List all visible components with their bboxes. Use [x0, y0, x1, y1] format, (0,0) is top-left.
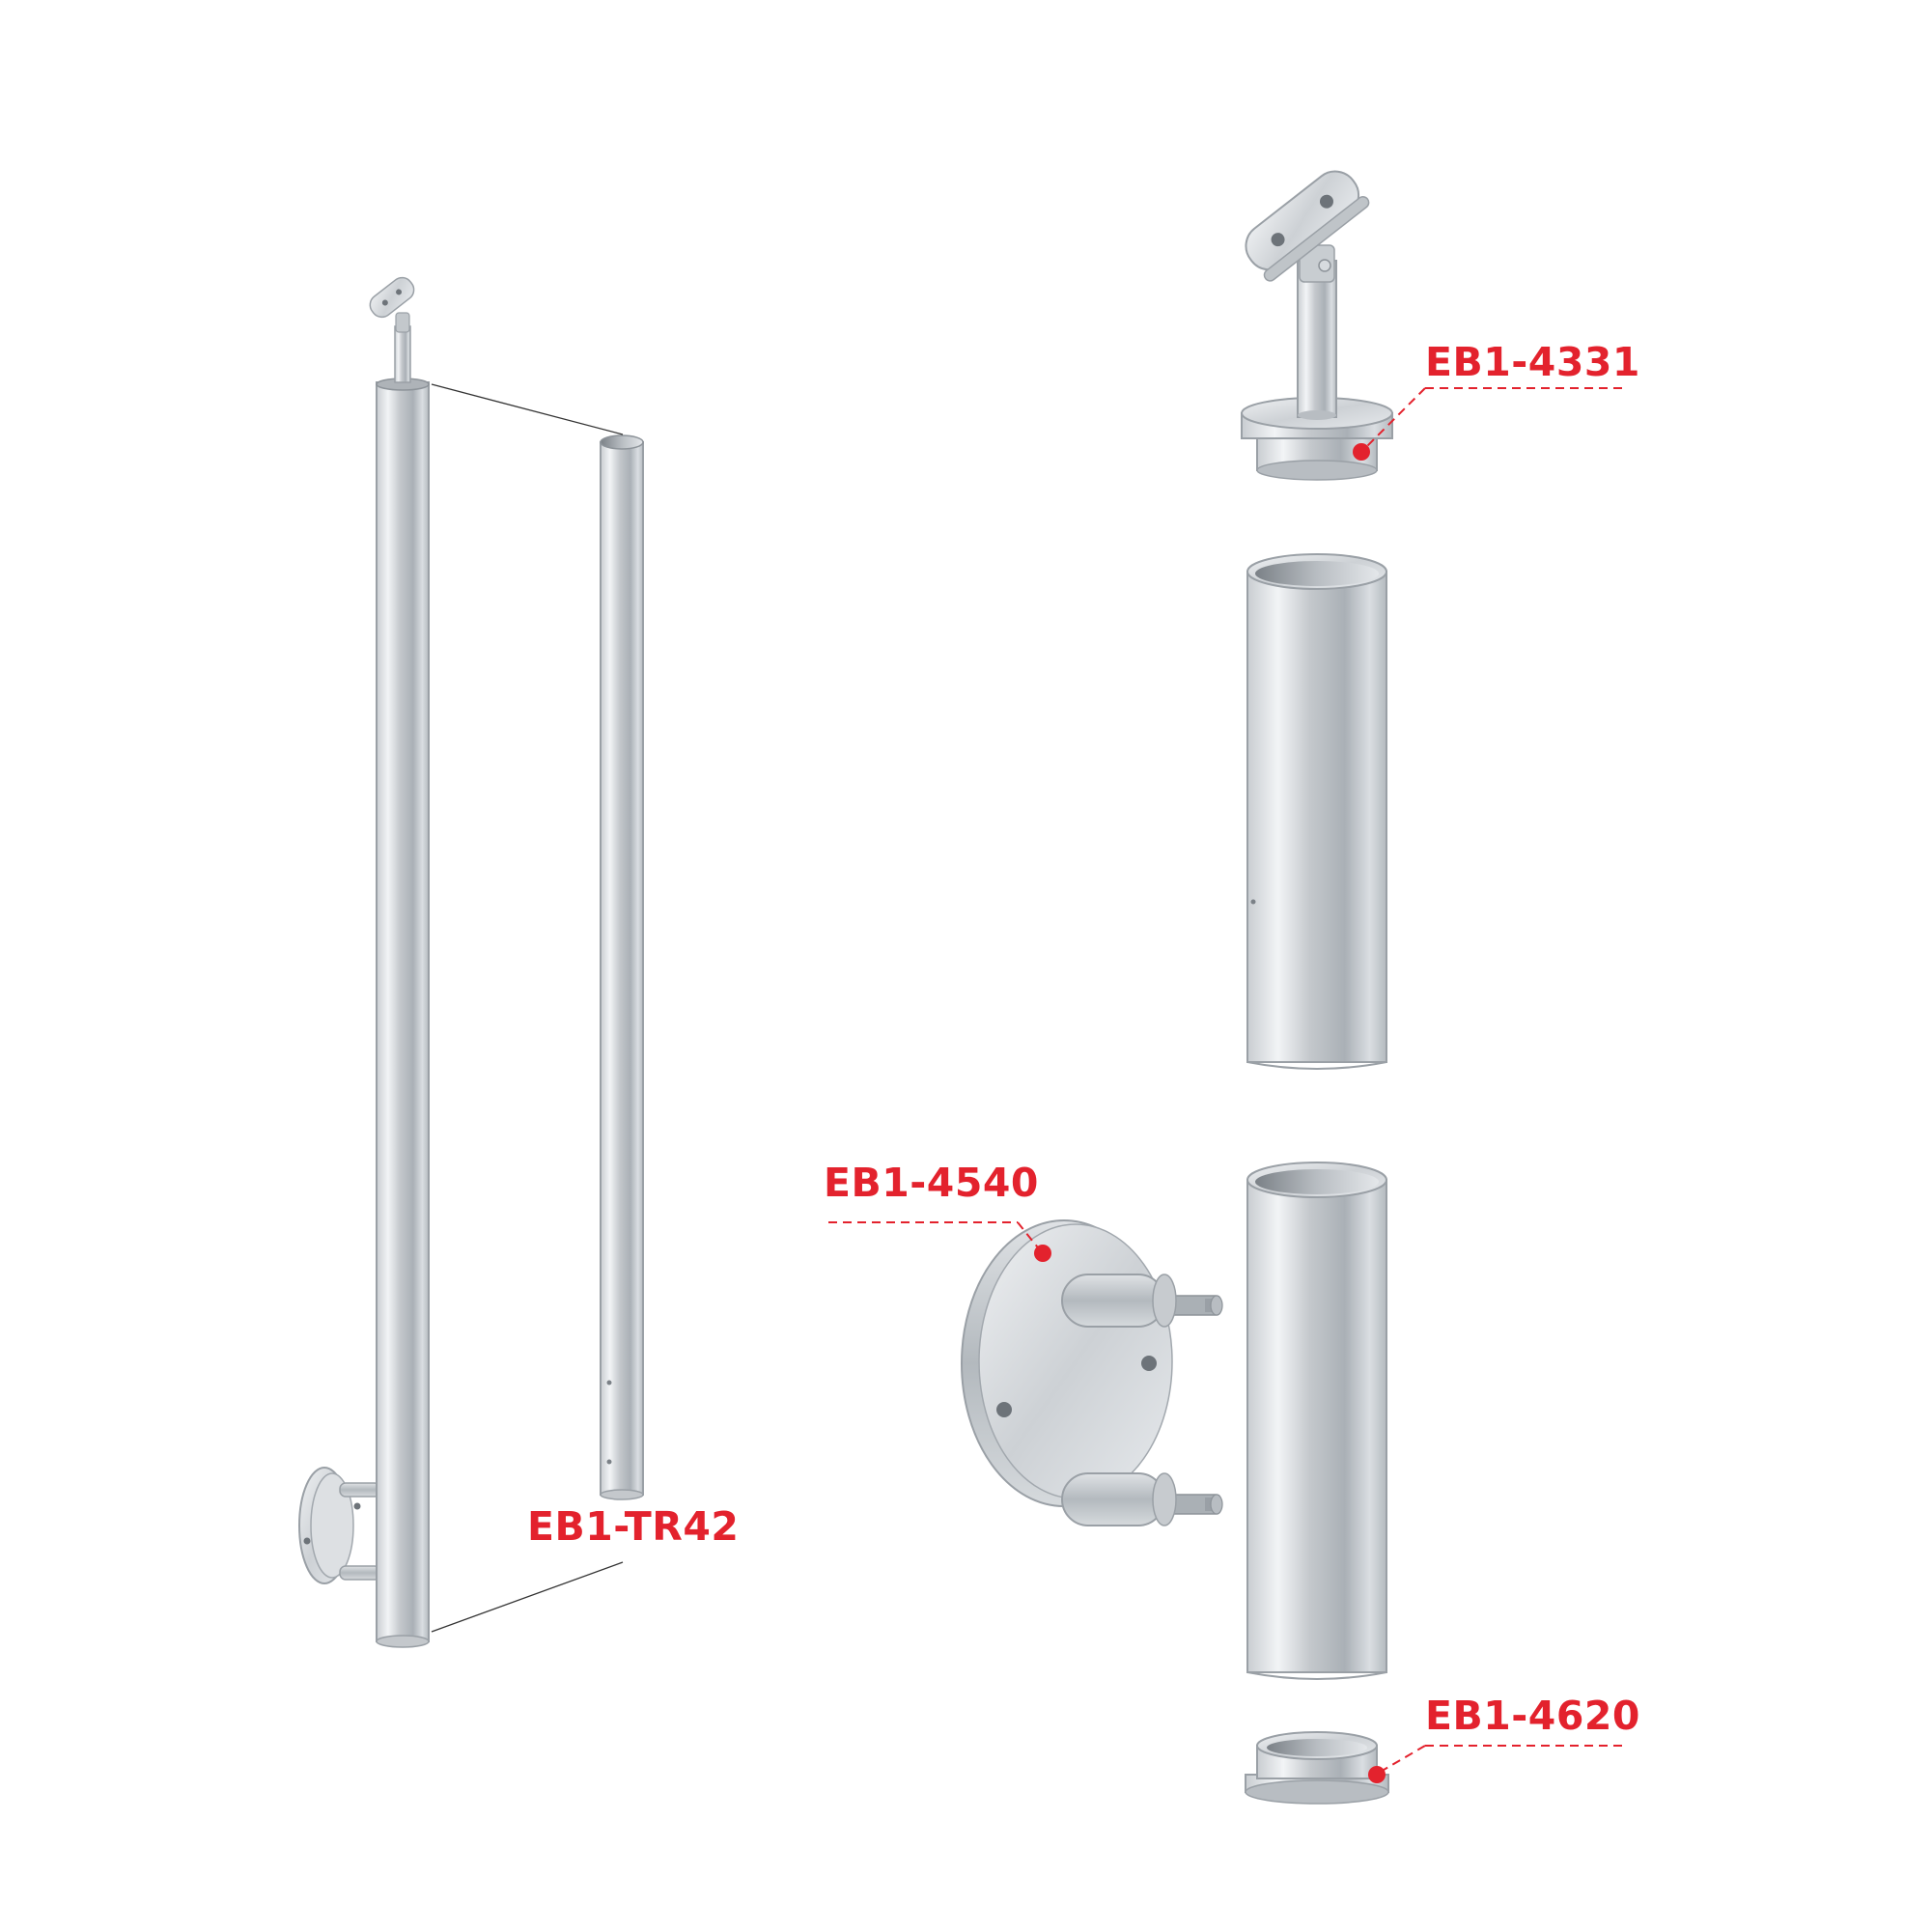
- assembled-side-flange: [298, 1467, 381, 1584]
- callout-4620: [1368, 1745, 1628, 1783]
- part-label-end-cap: EB1-4620: [1425, 1693, 1640, 1739]
- part-label-side-flange: EB1-4540: [824, 1160, 1039, 1206]
- upper-standoff: [1061, 1274, 1223, 1328]
- part-label-handrail-support: EB1-4331: [1425, 339, 1640, 385]
- upper-tube-part: [1246, 553, 1387, 1070]
- end-cap-part: [1245, 1731, 1389, 1805]
- assembled-handrail-support: [369, 276, 415, 383]
- assembled-tube: [376, 381, 430, 1642]
- side-flange-part: [961, 1219, 1223, 1526]
- loose-tube: [600, 434, 644, 1500]
- part-label-tube: EB1-TR42: [527, 1503, 740, 1550]
- length-reference-line-top: [431, 383, 624, 435]
- callout-4540: [828, 1221, 1051, 1262]
- lower-standoff: [1061, 1472, 1223, 1526]
- length-reference-line-bottom: [431, 1561, 624, 1633]
- handrail-support-part: [1241, 170, 1393, 481]
- assembled-post: [298, 276, 430, 1648]
- lower-tube-part: [1246, 1162, 1387, 1680]
- callout-4331: [1353, 387, 1628, 461]
